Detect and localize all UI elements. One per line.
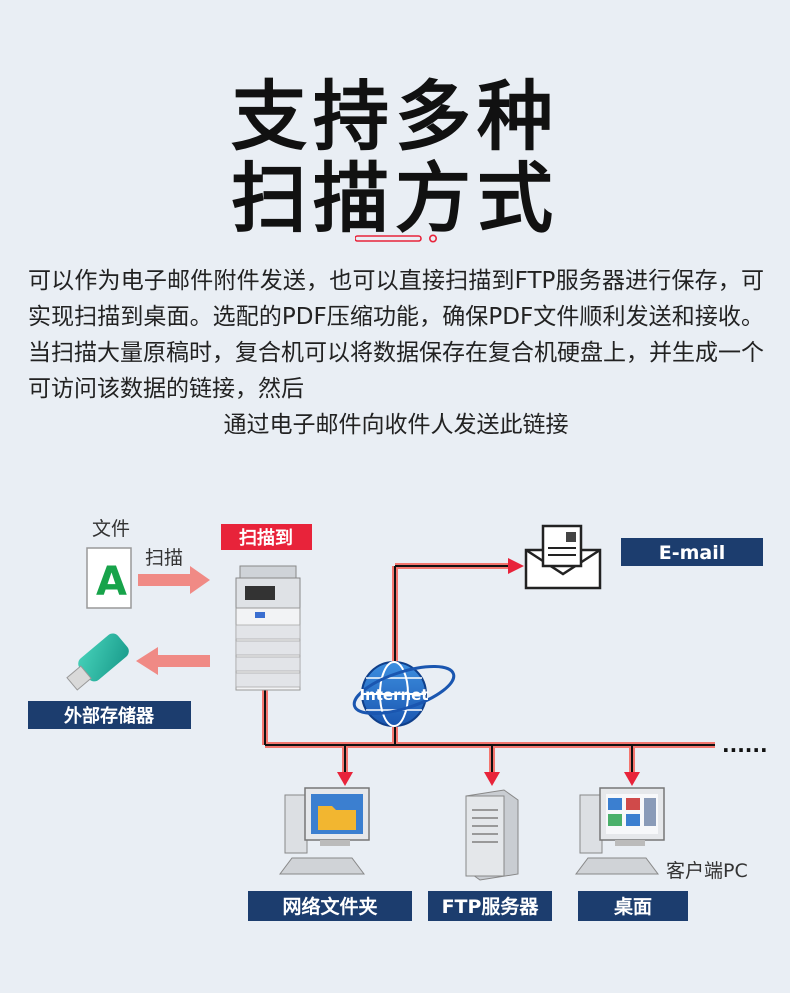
scan-to-badge: [221, 524, 312, 550]
multifunction-printer-icon: [235, 565, 301, 691]
description: 可以作为电子邮件附件发送，也可以直接扫描到FTP服务器进行保存，可实现扫描到桌面…: [28, 263, 764, 443]
external-storage-label-box: [28, 701, 191, 729]
network-lines-core: [264, 565, 715, 772]
page-title-line-2: 扫描方式: [231, 154, 559, 243]
storage-arrow: [136, 647, 210, 675]
description-last-line: 通过电子邮件向收件人发送此链接: [223, 412, 569, 438]
page-title-line-1: 支持多种: [231, 72, 559, 161]
client-pc-label: 客户端PC: [666, 860, 748, 882]
network-folder-label-box: [248, 891, 412, 921]
desktop-label-box: [578, 891, 688, 921]
line-arrowheads: [337, 558, 640, 786]
desktop-label: 桌面: [614, 895, 652, 918]
scan-to-badge-label: 扫描到: [239, 527, 293, 549]
internet-label: Internet: [359, 686, 428, 704]
external-storage-label: 外部存储器: [64, 705, 155, 727]
usb-drive-icon: [66, 633, 129, 691]
email-label-box: [621, 538, 763, 566]
network-folder-label: 网络文件夹: [282, 895, 377, 918]
scan-arrow: [138, 566, 210, 594]
ellipsis-label: ......: [722, 733, 768, 757]
ftp-server-label-box: [428, 891, 552, 921]
email-label: E-mail: [659, 542, 726, 564]
ftp-server-icon: [465, 789, 519, 881]
document-label: 文件: [92, 518, 130, 540]
document-icon: A: [86, 547, 132, 609]
ftp-server-label: FTP服务器: [442, 895, 540, 918]
title-divider: [355, 234, 438, 243]
network-folder-pc-icon: [279, 787, 370, 875]
client-pc-icon: [575, 787, 665, 875]
description-main: 可以作为电子邮件附件发送，也可以直接扫描到FTP服务器进行保存，可实现扫描到桌面…: [28, 268, 764, 402]
network-lines: [262, 563, 715, 775]
document-letter: A: [96, 559, 127, 605]
scan-label: 扫描: [145, 547, 183, 569]
internet-globe-icon: [352, 661, 456, 727]
email-envelope-icon: [524, 524, 602, 590]
